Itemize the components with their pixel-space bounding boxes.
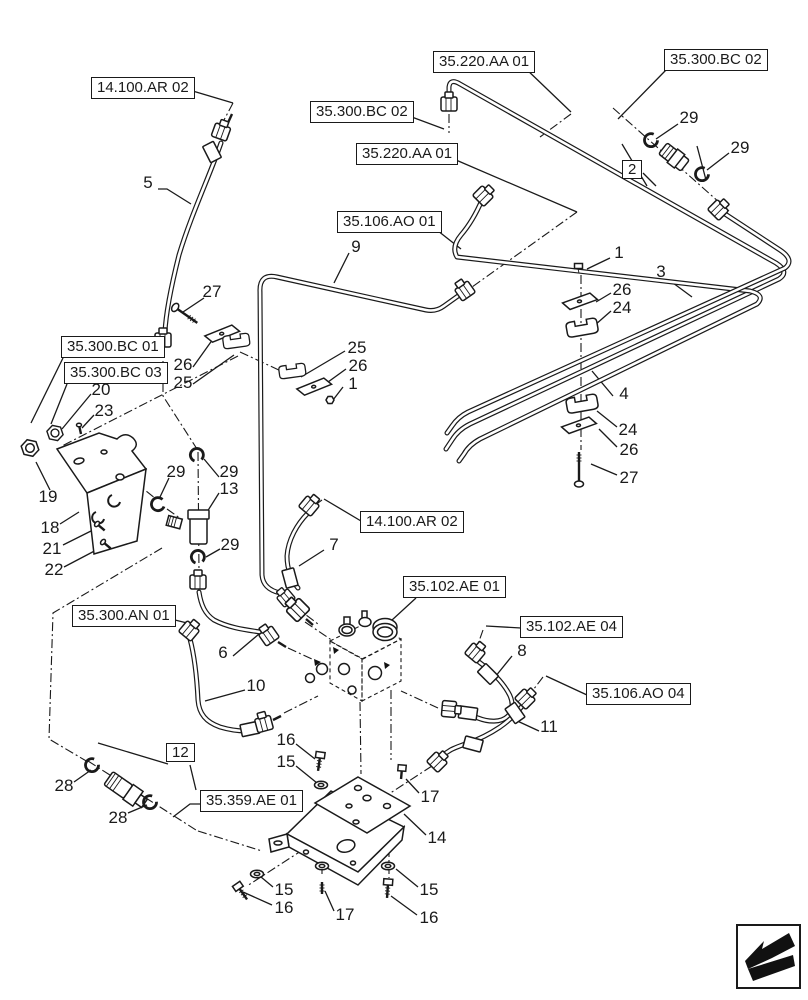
- callout-number: 17: [420, 787, 440, 806]
- callout-number: 28: [54, 776, 74, 795]
- callout-number: 25: [173, 373, 193, 392]
- part-ref-label[interactable]: 14.100.AR 02: [360, 511, 464, 533]
- callout-number: 26: [173, 355, 193, 374]
- callout-number: 10: [246, 676, 266, 695]
- callout-number: 29: [219, 462, 239, 481]
- callout-number: 9: [351, 237, 361, 256]
- callout-number: 8: [517, 641, 527, 660]
- part-ref-label[interactable]: 35.102.AE 01: [403, 576, 506, 598]
- callout-number: 29: [220, 535, 240, 554]
- callout-number: 16: [419, 908, 439, 927]
- callout-number: 26: [348, 356, 368, 375]
- connector-fitting-12: [81, 755, 160, 813]
- callout-number: 11: [540, 717, 558, 736]
- callout-number: 14: [427, 828, 447, 847]
- callout-number: 29: [730, 138, 750, 157]
- callout-number: 16: [276, 730, 296, 749]
- hose-7: [280, 490, 324, 626]
- callout-number: 7: [329, 535, 339, 554]
- part-ref-label[interactable]: 35.300.AN 01: [72, 605, 176, 627]
- part-ref-label[interactable]: 35.106.AO 01: [337, 211, 442, 233]
- callout-number: 26: [619, 440, 639, 459]
- callout-number: 17: [335, 905, 355, 924]
- callout-number: 24: [618, 420, 638, 439]
- tube-10: [177, 615, 282, 738]
- part-ref-label[interactable]: 35.220.AA 01: [356, 143, 459, 165]
- callout-number: 19: [38, 487, 58, 506]
- boxed-callout-number: 12: [166, 743, 195, 762]
- callout-number: 1: [614, 243, 624, 262]
- support-bracket-18: [18, 422, 148, 555]
- part-ref-label[interactable]: 35.220.AA 01: [433, 51, 536, 73]
- tube-6: [189, 569, 287, 649]
- callout-number: 24: [612, 298, 632, 317]
- callout-number: 13: [219, 479, 239, 498]
- sheet-nav-icon[interactable]: [736, 924, 801, 989]
- callout-number: 29: [679, 108, 699, 127]
- part-ref-label[interactable]: 14.100.AR 02: [91, 77, 195, 99]
- valve-block: [304, 610, 403, 702]
- hose-11: [425, 684, 540, 774]
- callout-number: 26: [612, 280, 632, 299]
- part-ref-label[interactable]: 35.300.BC 01: [61, 336, 165, 358]
- callout-number: 15: [419, 880, 439, 899]
- mounting-bracket-14: [268, 776, 412, 886]
- tube-9: [260, 276, 477, 609]
- hose-5: [154, 113, 234, 348]
- callout-number: 27: [619, 468, 639, 487]
- part-ref-label[interactable]: 35.300.BC 02: [664, 49, 768, 71]
- boxed-callout-number: 2: [622, 160, 643, 179]
- callout-number: 6: [218, 643, 228, 662]
- callout-number: 23: [94, 401, 114, 420]
- callout-number: 20: [91, 380, 111, 399]
- callout-number: 5: [143, 173, 153, 192]
- callout-number: 27: [202, 282, 222, 301]
- callout-number: 16: [274, 898, 294, 917]
- callout-number: 15: [276, 752, 296, 771]
- part-ref-label[interactable]: 35.102.AE 04: [520, 616, 623, 638]
- part-ref-label[interactable]: 35.106.AO 04: [586, 683, 691, 705]
- clamp-hardware: [170, 262, 600, 489]
- elbow-fitting-13: [150, 447, 210, 565]
- callout-number: 22: [44, 560, 64, 579]
- callout-number: 3: [656, 262, 666, 281]
- callout-number: 25: [347, 338, 367, 357]
- callout-number: 18: [40, 518, 60, 537]
- part-ref-label[interactable]: 35.300.BC 03: [64, 362, 168, 384]
- callout-number: 29: [166, 462, 186, 481]
- callout-number: 1: [348, 374, 358, 393]
- hose-8: [440, 637, 512, 721]
- callout-number: 28: [108, 808, 128, 827]
- callout-number: 15: [274, 880, 294, 899]
- fastener-hardware: [231, 750, 408, 904]
- part-ref-label[interactable]: 35.300.BC 02: [310, 101, 414, 123]
- callout-number: 4: [619, 384, 629, 403]
- part-ref-label[interactable]: 35.359.AE 01: [200, 790, 303, 812]
- union-fitting-2: [641, 130, 712, 184]
- callout-number: 21: [42, 539, 62, 558]
